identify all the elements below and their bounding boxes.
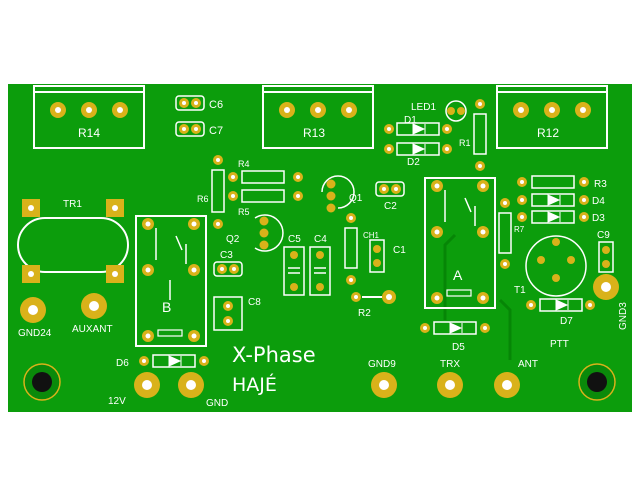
label-gnd3: GND3 (618, 302, 629, 330)
label-q1: Q1 (349, 193, 363, 204)
label-d3: D3 (592, 213, 605, 224)
board-author: HAJÉ (232, 373, 277, 396)
label-c6: C6 (209, 99, 223, 111)
pad-12v[interactable] (134, 372, 160, 398)
capacitor-c9 (598, 241, 614, 273)
pad-auxant[interactable] (81, 293, 107, 319)
resistor-r4 (228, 170, 303, 184)
capacitor-c2 (375, 181, 405, 197)
pad-ant[interactable] (494, 372, 520, 398)
label-gnd24: GND24 (18, 328, 52, 339)
diode-d1 (384, 122, 452, 136)
pad-gnd[interactable] (178, 372, 204, 398)
pad-trx[interactable] (437, 372, 463, 398)
transformer-t1 (525, 235, 587, 297)
label-d7: D7 (560, 316, 573, 327)
resistor-r2 (351, 290, 396, 304)
label-t1: T1 (514, 285, 526, 296)
diode-d6 (139, 354, 209, 368)
diode-d4 (517, 193, 589, 207)
resistor-r5 (228, 189, 303, 203)
label-trx: TRX (440, 359, 460, 370)
label-ptt: PTT (550, 339, 569, 350)
label-tr1: TR1 (63, 199, 82, 210)
label-c5: C5 (288, 234, 301, 245)
label-c3: C3 (220, 250, 233, 261)
terminal-block-r12 (496, 85, 608, 149)
label-r13: R13 (303, 126, 325, 140)
pad-ptt[interactable] (593, 274, 619, 300)
label-ch1: CH1 (363, 231, 380, 240)
label-relay-b: B (162, 299, 171, 315)
diode-d5 (420, 321, 490, 335)
label-q2: Q2 (226, 234, 240, 245)
relay-a (424, 177, 496, 309)
label-c9: C9 (597, 230, 610, 241)
transistor-q2 (254, 214, 284, 252)
label-c1: C1 (393, 245, 406, 256)
resistor-r3 (517, 175, 589, 189)
label-r2: R2 (358, 308, 371, 319)
label-ant: ANT (518, 359, 538, 370)
transistor-q1 (321, 175, 355, 213)
capacitor-c1 (369, 239, 385, 273)
label-r7: R7 (514, 225, 525, 234)
label-d5: D5 (452, 342, 465, 353)
label-c4: C4 (314, 234, 327, 245)
capacitor-c3 (213, 261, 243, 277)
label-d6: D6 (116, 358, 129, 369)
label-r12: R12 (537, 126, 559, 140)
resistor-r1 (473, 99, 487, 171)
label-gnd9: GND9 (368, 359, 396, 370)
label-auxant: AUXANT (72, 324, 113, 335)
board-outline (8, 84, 632, 412)
label-led1: LED1 (411, 102, 436, 113)
pad-gnd9[interactable] (371, 372, 397, 398)
label-r3: R3 (594, 179, 607, 190)
label-12v: 12V (108, 396, 126, 407)
label-gnd: GND (206, 398, 228, 409)
led-led1 (445, 100, 467, 122)
choke-ch1 (344, 213, 358, 285)
diode-d7 (526, 298, 595, 312)
label-r4: R4 (238, 159, 250, 169)
diode-d3 (517, 210, 589, 224)
terminal-block-r13 (262, 85, 374, 149)
label-r5: R5 (238, 207, 250, 217)
capacitor-c7 (175, 121, 205, 137)
capacitor-c6 (175, 95, 205, 111)
relay-b (135, 215, 207, 347)
label-d4: D4 (592, 196, 605, 207)
capacitor-c8 (213, 296, 243, 331)
resistor-r6 (211, 155, 225, 229)
capacitor-c4 (309, 246, 331, 296)
diode-d2 (384, 142, 452, 156)
label-r6: R6 (197, 194, 209, 204)
trimmer-tr1 (17, 199, 129, 283)
terminal-block-r14 (33, 85, 145, 149)
label-c7: C7 (209, 125, 223, 137)
label-d2: D2 (407, 157, 420, 168)
resistor-r7 (498, 198, 512, 269)
label-r14: R14 (78, 126, 100, 140)
label-relay-a: A (453, 267, 463, 283)
mounting-hole-right (578, 363, 616, 401)
label-c8: C8 (248, 297, 261, 308)
capacitor-c5 (283, 246, 305, 296)
label-r1: R1 (459, 138, 471, 148)
label-d1: D1 (404, 115, 417, 126)
board-title: X-Phase (232, 343, 316, 367)
label-c2: C2 (384, 201, 397, 212)
mounting-hole-left (23, 363, 61, 401)
pad-gnd24[interactable] (20, 297, 46, 323)
